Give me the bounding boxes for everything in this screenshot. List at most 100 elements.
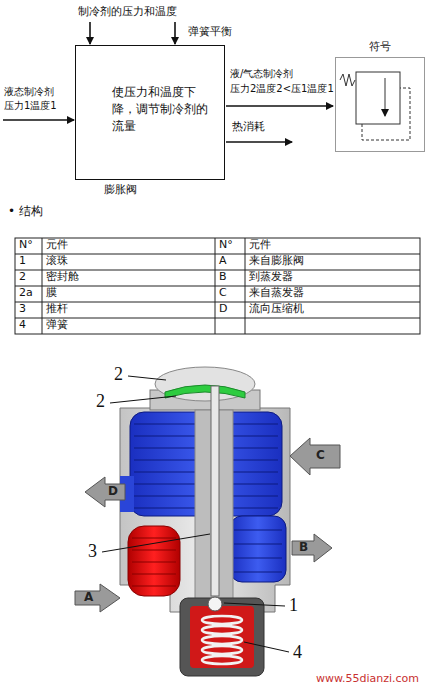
box-heading: 符号 xyxy=(336,39,424,54)
flow-arrow-part xyxy=(226,105,333,107)
valve-illustration-part xyxy=(208,597,222,611)
label-text: • 结构 xyxy=(8,205,43,219)
valve-illustration-part-part xyxy=(202,656,242,664)
flow-direction-arrow-part xyxy=(85,477,125,507)
callout-number: 1 xyxy=(289,595,298,616)
table-cell: 4 xyxy=(19,319,26,332)
valve-illustration-part xyxy=(234,530,282,572)
valve-illustration-part-part xyxy=(132,561,176,562)
parts-table-part xyxy=(42,238,43,334)
table-cell: 2 xyxy=(19,271,26,284)
valve-illustration-part xyxy=(230,516,286,582)
flow-direction-arrow-part xyxy=(292,534,332,562)
valve-illustration-part-part xyxy=(202,646,242,654)
valve-symbol-part xyxy=(385,78,386,116)
flow-direction-arrow-part xyxy=(75,584,120,612)
process-box: 使压力和温度下降，调节制冷剂的流量膨胀阀 xyxy=(75,45,225,180)
valve-illustration-part xyxy=(128,526,180,596)
flow-letter: C xyxy=(316,449,325,463)
valve-illustration-part xyxy=(155,367,255,401)
table-cell: 来自蒸发器 xyxy=(249,287,304,300)
leader-line-part xyxy=(224,603,285,606)
table-cell: 元件 xyxy=(46,239,68,252)
table-cell: N° xyxy=(219,239,233,252)
flow-letter: D xyxy=(108,485,118,499)
label-text: 制冷剂的压力和温度 xyxy=(78,6,177,19)
box-text: 使压力和温度下降，调节制冷剂的流量 xyxy=(112,84,216,134)
table-cell: 流向压缩机 xyxy=(249,303,304,316)
label-text: 弹簧平衡 xyxy=(188,26,232,39)
table-cell: 3 xyxy=(19,303,26,316)
valve-illustration-part-part xyxy=(202,636,242,644)
valve-illustration-part-part xyxy=(202,616,242,624)
table-cell: D xyxy=(219,303,227,316)
table-cell: 膜 xyxy=(46,287,57,300)
valve-illustration-part-part xyxy=(132,585,176,586)
flow-arrow xyxy=(3,22,333,142)
callout-number: 2 xyxy=(96,391,105,412)
callout-number: 3 xyxy=(88,541,97,562)
parts-table-part xyxy=(215,238,216,334)
valve-illustration-part xyxy=(180,598,264,676)
valve-illustration-part xyxy=(165,385,245,398)
table-cell: 2a xyxy=(19,287,33,300)
parts-table-part xyxy=(245,238,246,334)
label-text: 液态制冷剂 xyxy=(4,86,54,98)
watermark: www.55dianzi.com xyxy=(316,673,419,686)
table-cell: N° xyxy=(19,239,33,252)
table-cell: 推杆 xyxy=(46,303,68,316)
label-text: 压力1温度1 xyxy=(4,100,57,112)
label-text: 压力2温度2<压1温度1 xyxy=(230,83,334,95)
valve-illustration-part xyxy=(211,386,219,596)
valve-illustration-part-part xyxy=(234,529,282,530)
valve-symbol xyxy=(340,72,410,140)
table-cell: C xyxy=(219,287,227,300)
valve-illustration-part-part xyxy=(234,557,282,558)
flow-arrow-part xyxy=(226,141,292,143)
table-cell: 弹簧 xyxy=(46,319,68,332)
valve-illustration-part xyxy=(190,606,254,668)
leader-line xyxy=(102,376,289,652)
label-text: 液/气态制冷剂 xyxy=(230,68,293,80)
leader-line-part xyxy=(128,376,166,380)
valve-illustration xyxy=(120,367,290,676)
valve-illustration-part-part xyxy=(132,537,176,538)
valve-illustration-part-part xyxy=(132,573,176,574)
valve-symbol-part xyxy=(362,88,410,140)
parts-table-part xyxy=(15,238,420,334)
flow-direction-arrow-part xyxy=(290,438,340,475)
table-cell: 到蒸发器 xyxy=(249,271,293,284)
symbol-box: 符号 xyxy=(335,57,425,152)
table-cell: 元件 xyxy=(249,239,271,252)
parts-table-part xyxy=(15,302,420,303)
flow-letter: A xyxy=(84,591,93,605)
label-text: 热消耗 xyxy=(232,121,265,134)
table-cell: 1 xyxy=(19,255,26,268)
valve-illustration-part-part xyxy=(132,549,176,550)
flow-arrow-part xyxy=(89,22,91,44)
parts-table-part xyxy=(15,254,420,255)
box-heading: 膨胀阀 xyxy=(104,182,137,197)
table-cell: 来自膨胀阀 xyxy=(249,255,304,268)
callout-number: 2 xyxy=(114,364,123,385)
valve-symbol-part xyxy=(356,72,400,124)
valve-symbol-part xyxy=(340,74,355,86)
valve-illustration-part xyxy=(132,538,176,586)
table-cell: A xyxy=(219,255,227,268)
parts-table-part xyxy=(15,318,420,319)
flow-arrow-part xyxy=(3,119,74,121)
valve-illustration-part-part xyxy=(234,571,282,572)
leader-line-part xyxy=(110,396,176,403)
flow-direction-arrow xyxy=(75,438,340,612)
leader-line-part xyxy=(244,642,289,652)
callout-number: 4 xyxy=(293,642,302,663)
leader-line-part xyxy=(102,534,210,552)
valve-illustration-part-part xyxy=(202,626,242,634)
valve-illustration-part-part xyxy=(234,543,282,544)
flow-letter: B xyxy=(299,541,308,555)
valve-illustration-part xyxy=(120,408,290,612)
parts-table xyxy=(15,238,420,334)
flow-arrow-part xyxy=(174,22,176,44)
table-cell: 密封舱 xyxy=(46,271,79,284)
